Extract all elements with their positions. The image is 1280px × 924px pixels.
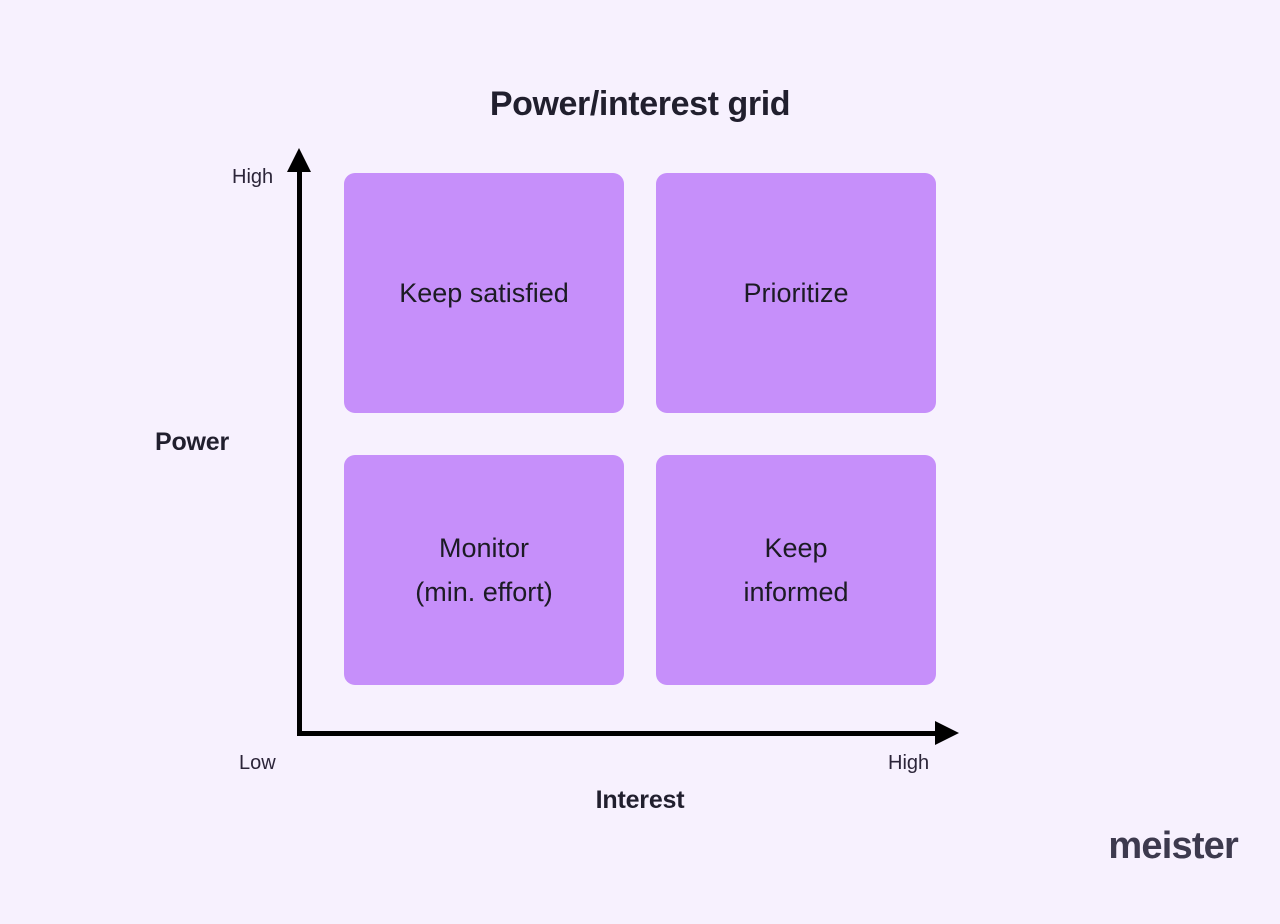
y-axis-arrow-icon <box>287 148 311 172</box>
x-axis-line <box>297 731 943 736</box>
quadrant-prioritize: Prioritize <box>656 173 936 413</box>
x-axis-arrow-icon <box>935 721 959 745</box>
x-axis-tick-low: Low <box>239 752 276 774</box>
meister-logo: meister <box>1108 825 1238 867</box>
y-axis-tick-high: High <box>232 166 274 188</box>
quadrant-keep-satisfied: Keep satisfied <box>344 173 624 413</box>
x-axis-title: Interest <box>595 786 685 814</box>
page-title: Power/interest grid <box>489 85 791 123</box>
quadrant-keep-informed: Keep informed <box>656 455 936 685</box>
x-axis-tick-high: High <box>888 752 930 774</box>
quadrant-grid: Keep satisfied Prioritize Monitor (min. … <box>344 173 936 685</box>
y-axis-line <box>297 168 302 736</box>
quadrant-monitor: Monitor (min. effort) <box>344 455 624 685</box>
y-axis-title: Power <box>155 428 230 456</box>
